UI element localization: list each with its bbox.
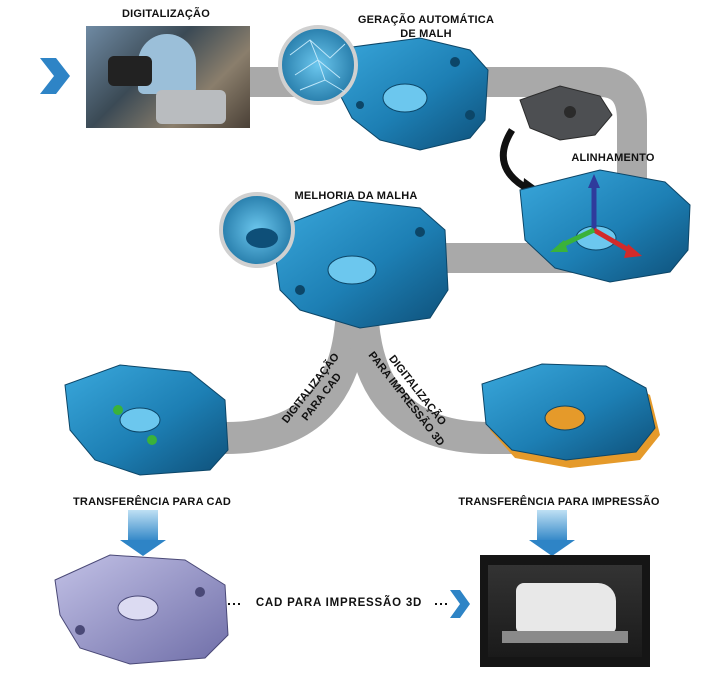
cad-model-part	[54, 554, 229, 665]
mesh-generation-part	[329, 37, 489, 151]
mesh-improvement-zoom-circle	[219, 192, 295, 268]
down-arrow-print-icon	[529, 510, 575, 556]
label-digitalizacao: DIGITALIZAÇÃO	[122, 8, 210, 20]
mesh-zoom-circle	[278, 25, 358, 105]
alignment-part	[519, 169, 691, 283]
raw-scan-part	[519, 85, 613, 141]
label-melhoria: MELHORIA DA MALHA	[294, 190, 418, 202]
start-chevron-icon	[40, 58, 70, 94]
mesh-improvement-part	[271, 199, 449, 329]
alignment-arrow-icon	[499, 128, 532, 194]
cad-print-chevron-icon	[450, 590, 470, 618]
cad-scan-part	[64, 364, 229, 476]
print-scan-part	[481, 363, 660, 468]
label-transf-cad: TRANSFERÊNCIA PARA CAD	[73, 496, 231, 508]
scanning-photo	[86, 26, 250, 128]
label-geracao-line1: GERAÇÃO AUTOMÁTICA	[357, 14, 495, 26]
label-transf-impressao: TRANSFERÊNCIA PARA IMPRESSÃO	[458, 496, 660, 508]
label-geracao-line2: DE MALH	[400, 28, 452, 40]
flow-path-right	[346, 299, 520, 454]
down-arrow-cad-icon	[120, 510, 166, 556]
label-alinhamento: ALINHAMENTO	[571, 152, 655, 164]
label-cad-impressao: CAD PARA IMPRESSÃO 3D	[255, 597, 423, 609]
printer-photo	[480, 555, 650, 667]
